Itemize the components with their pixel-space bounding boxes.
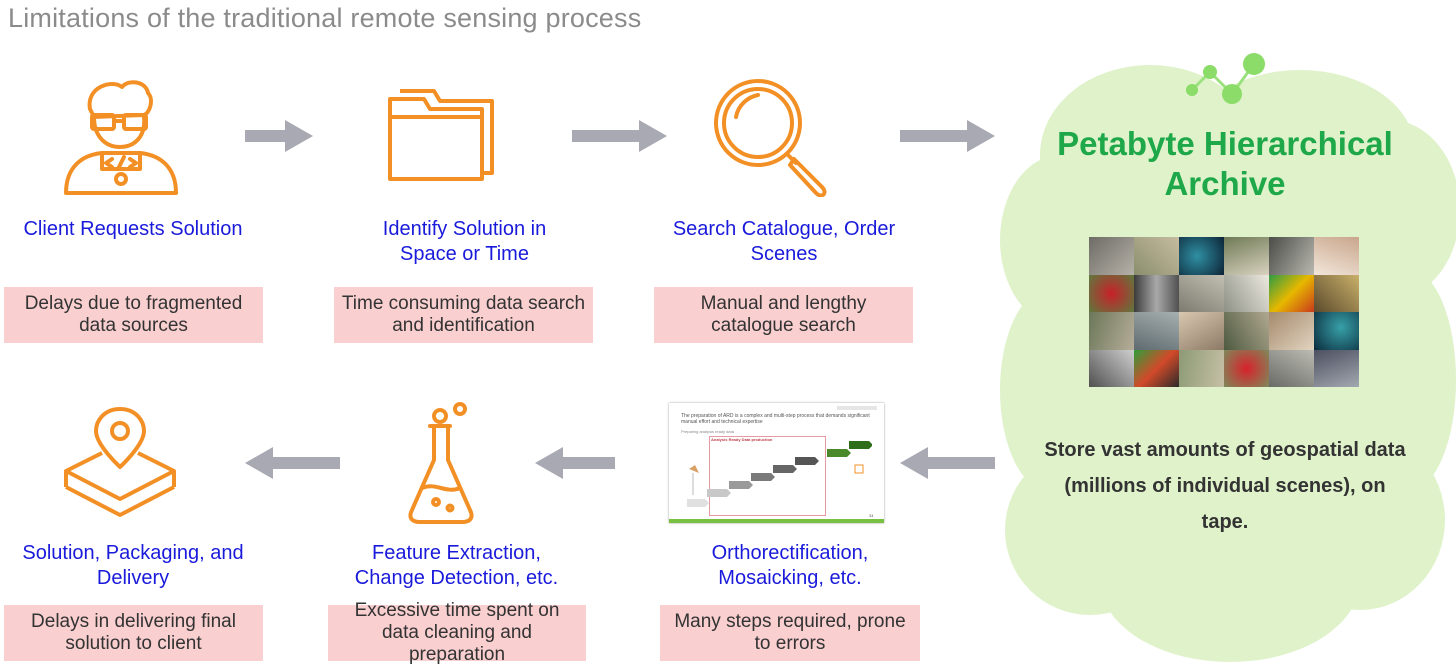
step-label-search-catalogue: Search Catalogue, Order Scenes (672, 218, 896, 265)
slide-thumbnail: The preparation of ARD is a complex and … (669, 403, 884, 523)
map-layers-icon (64, 407, 176, 517)
arrow-right-icon (900, 120, 995, 152)
archive-title: Petabyte Hierarchical Archive (1057, 125, 1393, 202)
slide-page-number: 34 (869, 513, 874, 518)
issue-box: Manual and lengthy catalogue search (654, 287, 913, 343)
magnifier-icon (714, 79, 827, 197)
arrow-right-icon (245, 120, 313, 152)
step-label-solution-delivery: Solution, Packaging, and Delivery (22, 542, 244, 589)
page-title: Limitations of the traditional remote se… (8, 3, 642, 33)
step-label-feature-extraction: Feature Extraction, Change Detection, et… (354, 542, 559, 589)
folder-icon (388, 89, 494, 181)
slide-subheading: Preparing analysis ready data (681, 429, 734, 434)
issue-box: Excessive time spent on data cleaning an… (328, 600, 586, 665)
arrow-left-icon (245, 447, 340, 479)
slide-box-title: Analysis Ready Data production (711, 437, 773, 442)
issue-box: Many steps required, prone to errors (660, 605, 920, 661)
developer-icon (64, 80, 178, 195)
issue-box: Delays in delivering final solution to c… (4, 605, 263, 661)
issue-box: Delays due to fragmented data sources (4, 287, 263, 343)
step-label-orthorectification: Orthorectification, Mosaicking, etc. (711, 542, 869, 589)
satellite-mosaic (1089, 237, 1359, 387)
arrow-right-icon (572, 120, 667, 152)
molecule-icon (1186, 53, 1265, 104)
slide-heading: The preparation of ARD is a complex and … (681, 413, 870, 425)
arrow-left-icon (535, 447, 615, 479)
flask-icon (408, 402, 474, 524)
issue-box: Time consuming data search and identific… (334, 287, 593, 343)
archive-description: Store vast amounts of geospatial data (m… (1044, 439, 1406, 533)
arrow-left-icon (900, 447, 995, 479)
step-label-identify-solution: Identify Solution in Space or Time (382, 218, 547, 265)
step-label-client-request: Client Requests Solution (23, 218, 243, 240)
